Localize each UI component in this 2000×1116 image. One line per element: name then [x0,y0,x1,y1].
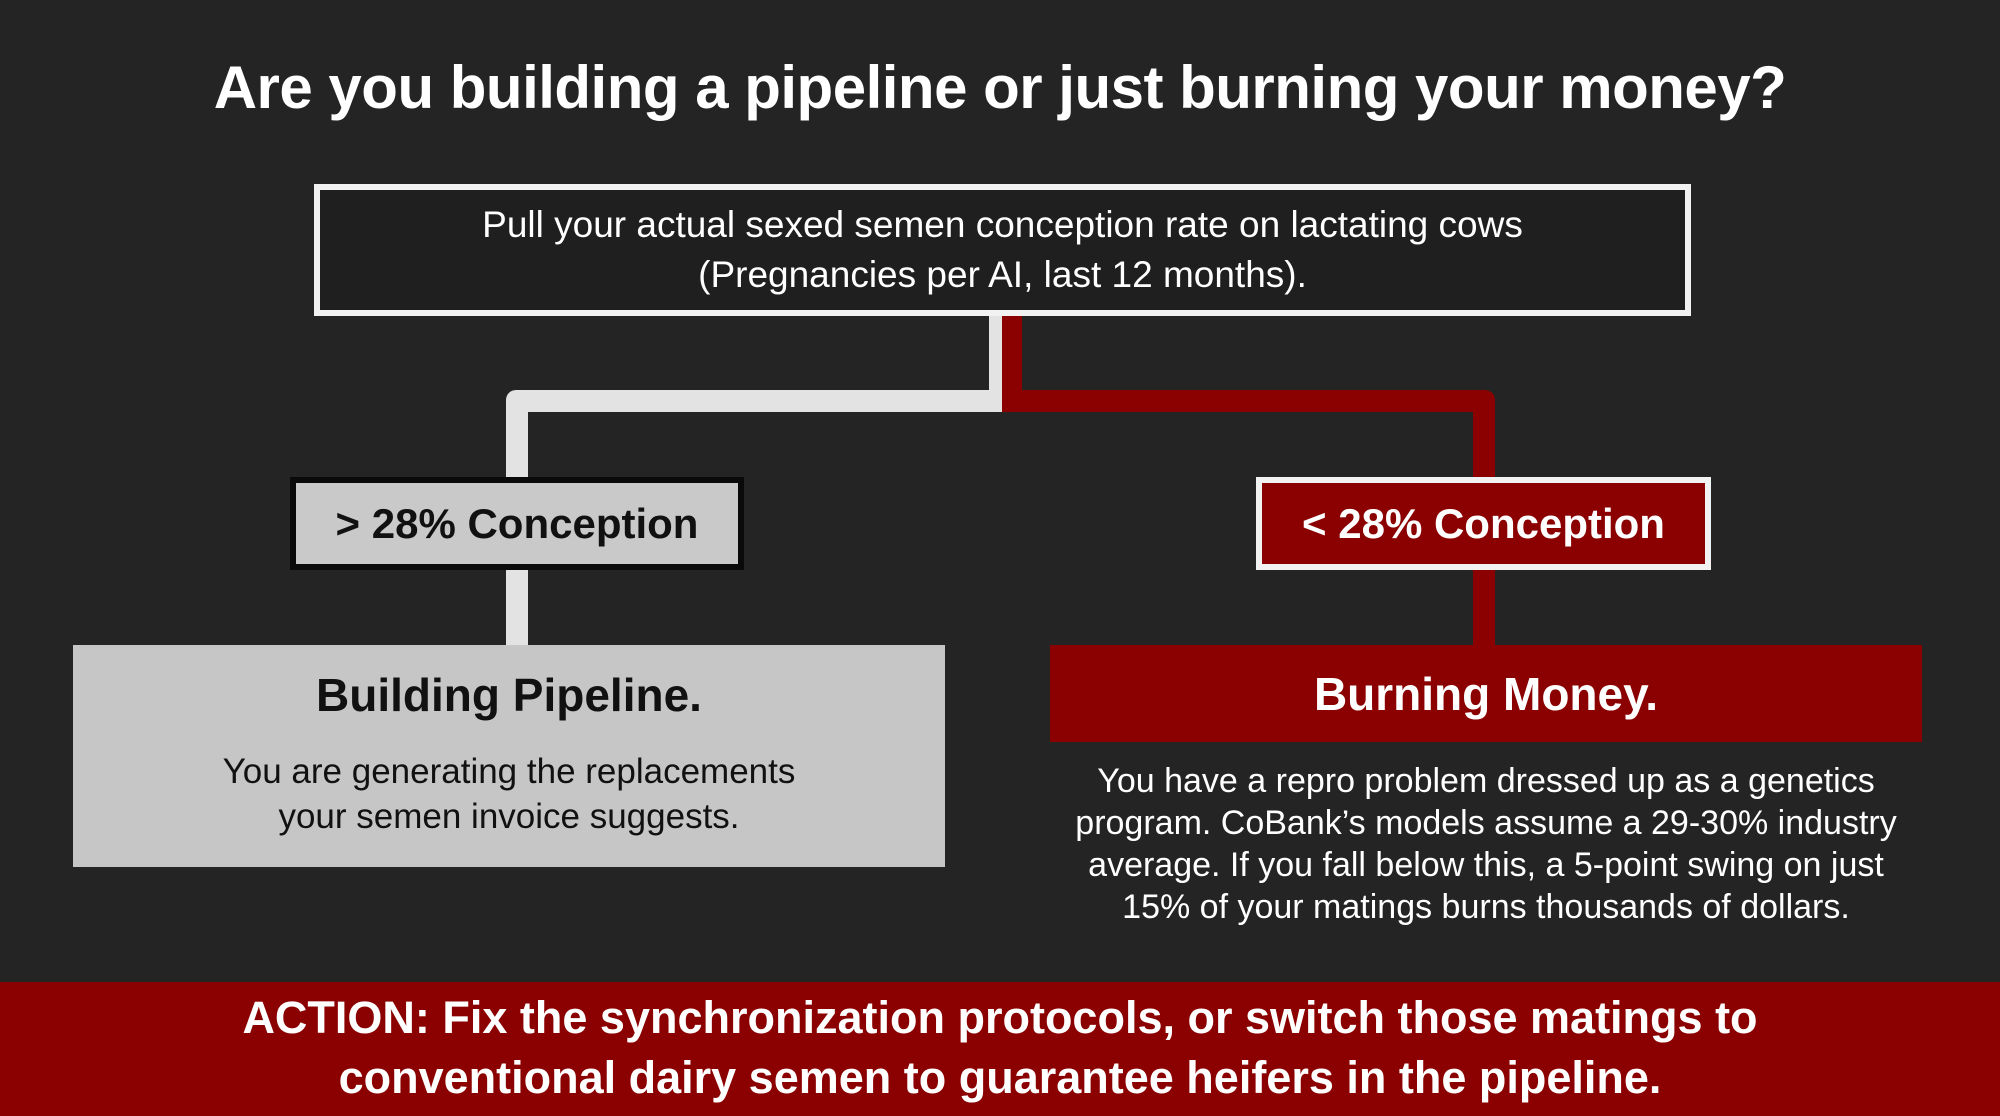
action-line-2: conventional dairy semen to guarantee he… [338,1052,1662,1103]
connector-white-to-panel [506,570,528,646]
burning-money-text-line: You have a repro problem dressed up as a… [1097,762,1875,800]
building-pipeline-heading: Building Pipeline. [316,669,702,721]
connector-white-vertical-top [989,316,1002,410]
burning-money-text-line: average. If you fall below this, a 5-poi… [1088,846,1884,884]
connector-red-to-label [1473,400,1495,480]
burning-money-heading: Burning Money. [1050,645,1922,742]
connector-red-to-panel [1473,570,1495,646]
connector-red-vertical-top [1002,316,1022,410]
building-pipeline-text-line: your semen invoice suggests. [278,797,740,836]
question-box: Pull your actual sexed semen conception … [314,184,1691,316]
action-banner: ACTION: Fix the synchronization protocol… [0,982,2000,1116]
building-pipeline-text-line: You are generating the replacements [222,752,796,791]
burning-money-text-line: program. CoBank’s models assume a 29-30%… [1075,804,1897,842]
connector-red-horizontal [1002,390,1495,412]
question-line-2: (Pregnancies per AI, last 12 months). [698,254,1307,295]
building-pipeline-text: You are generating the replacements your… [73,749,945,839]
action-line-1: ACTION: Fix the synchronization protocol… [242,992,1758,1043]
burning-money-text: You have a repro problem dressed up as a… [1010,760,1962,928]
connector-white-to-label [506,400,528,480]
low-conception-label: < 28% Conception [1256,477,1711,570]
page-title: Are you building a pipeline or just burn… [213,54,1787,121]
high-conception-label: > 28% Conception [290,477,744,570]
burning-money-text-line: 15% of your matings burns thousands of d… [1122,888,1850,926]
question-line-1: Pull your actual sexed semen conception … [482,204,1523,245]
building-pipeline-panel: Building Pipeline. You are generating th… [73,645,945,867]
connector-white-horizontal [506,390,1002,412]
